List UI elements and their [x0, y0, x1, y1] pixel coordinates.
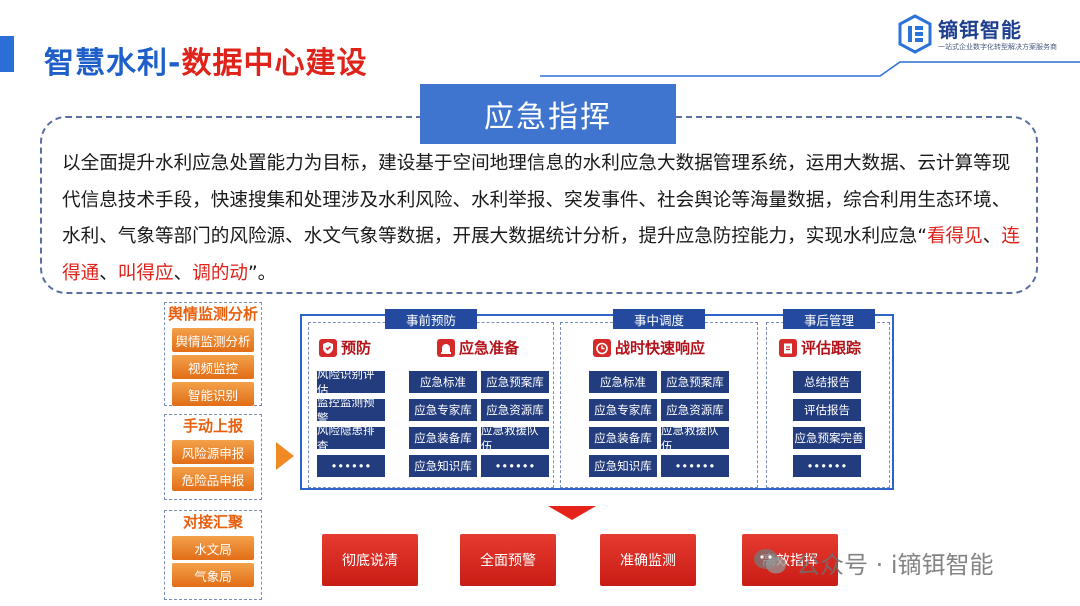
post-cell: 评估报告: [793, 399, 861, 421]
pre-prevention-cell: 监控监测预警: [317, 395, 385, 425]
phase-tag-mid: 事中调度: [613, 309, 705, 329]
pre-preparation-cell: ••••••: [481, 455, 549, 477]
brand-logo: 镝铒智能 一站式企业数字化转型解决方案服务商: [898, 10, 1058, 62]
highlight-respond: 叫得应: [117, 262, 174, 284]
phase-tag-post: 事后管理: [783, 309, 875, 329]
mid-cell: 应急知识库: [589, 455, 657, 477]
separator: 、: [99, 262, 118, 284]
outcome-box: 彻底说清: [322, 534, 418, 586]
source-group-manual: 手动上报 风险源申报 危险品申报: [164, 414, 262, 500]
source-group-title: 手动上报: [182, 417, 243, 435]
pre-preparation-cell: 应急装备库: [409, 427, 477, 449]
source-group-integration: 对接汇聚 水文局 气象局: [164, 510, 262, 600]
mid-cell: 应急预案库: [661, 371, 729, 393]
section-heading: 应急指挥: [420, 84, 676, 144]
evaluation-heading-label: 评估跟踪: [801, 339, 862, 357]
mid-cell: 应急资源库: [661, 399, 729, 421]
mid-cell: 应急标准: [589, 371, 657, 393]
alarm-icon: [437, 338, 455, 357]
wechat-icon: [754, 549, 786, 574]
logo-hexagon-icon: [898, 14, 932, 54]
response-heading-label: 战时快速响应: [615, 339, 706, 357]
source-group-opinion: 舆情监测分析 舆情监测分析 视频监控 智能识别: [164, 302, 262, 406]
highlight-dispatch: 调的动: [192, 262, 249, 284]
source-item: 视频监控: [172, 355, 254, 379]
highlight-connect: 连得通: [62, 226, 1020, 284]
logo-tagline: 一站式企业数字化转型解决方案服务商: [938, 43, 1057, 51]
pre-preparation-cell: 应急救援队伍: [481, 423, 549, 453]
prevention-heading: 预防: [319, 337, 371, 358]
page-title-part1: 智慧水利-: [44, 46, 182, 81]
watermark: 公众号 · i镝铒智能: [752, 544, 994, 580]
header-divider-line: [540, 61, 1080, 77]
mid-cell: 应急装备库: [589, 427, 657, 449]
phase-frame: 事前预防 预防 应急准备 风险识别评估 监控监测预警 风险隐患排查 ••••••…: [300, 309, 894, 490]
source-item: 智能识别: [172, 382, 254, 406]
clipboard-icon: [779, 338, 797, 357]
source-item: 危险品申报: [172, 467, 254, 491]
phase-mid: 事中调度 战时快速响应 应急标准 应急预案库 应急专家库 应急资源库 应急装备库…: [560, 309, 758, 488]
source-group-title: 舆情监测分析: [167, 305, 258, 323]
outcome-box: 准确监测: [600, 534, 696, 586]
preparation-heading-label: 应急准备: [459, 339, 520, 357]
pre-preparation-cell: 应急资源库: [481, 399, 549, 421]
logo-name: 镝铒智能: [938, 18, 1022, 42]
separator: 、: [173, 262, 193, 284]
evaluation-heading: 评估跟踪: [779, 337, 861, 358]
description-text: 以全面提升水利应急处置能力为目标，建设基于空间地理信息的水利应急大数据管理系统，…: [62, 146, 1022, 292]
source-item: 风险源申报: [172, 440, 254, 464]
source-item: 水文局: [172, 536, 254, 560]
page-title: 智慧水利-数据中心建设: [44, 38, 367, 82]
pre-prevention-cell: ••••••: [317, 455, 385, 477]
source-item: 气象局: [172, 563, 254, 587]
source-group-title: 对接汇聚: [182, 513, 243, 531]
post-cell: 应急预案完善: [793, 427, 865, 449]
pre-prevention-cell: 风险隐患排查: [317, 423, 385, 453]
shield-icon: [319, 338, 337, 357]
response-heading: 战时快速响应: [593, 337, 705, 358]
pre-prevention-cell: 风险识别评估: [317, 367, 385, 397]
pre-preparation-cell: 应急预案库: [481, 371, 549, 393]
separator: 、: [982, 226, 1002, 247]
mid-cell: ••••••: [661, 455, 729, 477]
post-cell: 总结报告: [793, 371, 861, 393]
phase-post: 事后管理 评估跟踪 总结报告 评估报告 应急预案完善 ••••••: [766, 309, 890, 488]
prevention-heading-label: 预防: [341, 339, 372, 357]
timer-icon: [593, 338, 611, 357]
highlight-see: 看得见: [926, 226, 983, 247]
mid-cell: 应急专家库: [589, 399, 657, 421]
preparation-heading: 应急准备: [437, 337, 519, 358]
pre-preparation-cell: 应急标准: [409, 371, 477, 393]
phase-pre: 事前预防 预防 应急准备 风险识别评估 监控监测预警 风险隐患排查 ••••••…: [308, 309, 554, 488]
pre-preparation-cell: 应急知识库: [409, 455, 477, 477]
watermark-text: 公众号 · i镝铒智能: [796, 550, 994, 579]
post-cell: ••••••: [793, 455, 861, 477]
description-main: 以全面提升水利应急处置能力为目标，建设基于空间地理信息的水利应急大数据管理系统，…: [62, 153, 1011, 247]
phase-tag-pre: 事前预防: [385, 309, 477, 329]
page-title-part2: 数据中心建设: [181, 46, 368, 81]
title-accent-bar: [0, 36, 14, 72]
mid-cell: 应急救援队伍: [661, 423, 729, 453]
description-tail: ”。: [248, 262, 277, 284]
pre-preparation-cell: 应急专家库: [409, 399, 477, 421]
arrow-down-icon: [548, 506, 596, 520]
source-item: 舆情监测分析: [172, 328, 254, 352]
arrow-right-icon: [276, 442, 294, 470]
outcome-box: 全面预警: [460, 534, 556, 586]
